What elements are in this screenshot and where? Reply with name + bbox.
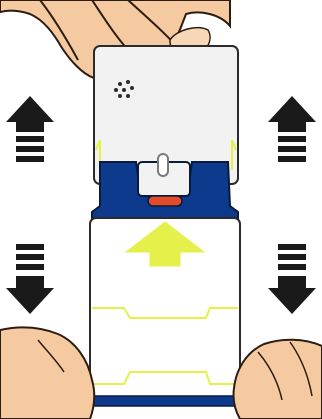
blue-collar: [92, 154, 238, 222]
left-arrow-down-icon: [6, 244, 54, 314]
bottom-left-hand-icon: [0, 327, 94, 419]
left-arrow-up-icon: [6, 96, 54, 162]
bottom-right-hand-icon: [233, 340, 322, 419]
right-arrow-down-icon: [268, 244, 316, 314]
right-arrow-up-icon: [268, 96, 316, 162]
